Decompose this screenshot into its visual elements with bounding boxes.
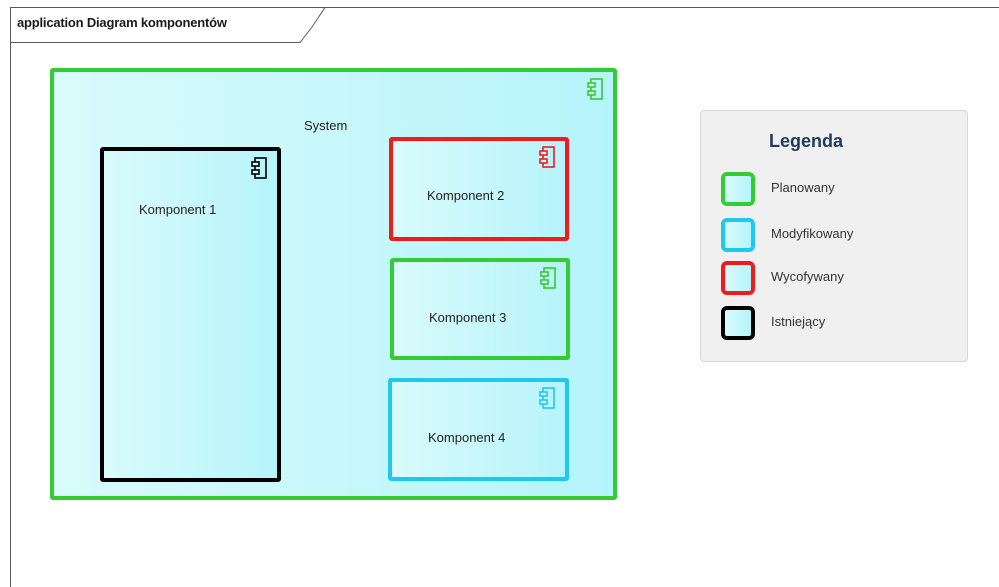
legend-label: Wycofywany — [771, 269, 844, 284]
legend-label: Modyfikowany — [771, 226, 854, 241]
component-2[interactable]: Komponent 2 — [389, 137, 569, 241]
component-icon — [251, 157, 267, 179]
legend-swatch — [721, 218, 755, 252]
legend-item-planowany: Planowany — [721, 172, 961, 206]
component-2-label: Komponent 2 — [427, 188, 505, 203]
frame-title: application Diagram komponentów — [17, 15, 227, 30]
frame-title-tab — [10, 7, 326, 43]
legend-swatch — [721, 172, 755, 206]
component-1[interactable]: Komponent 1 — [100, 147, 281, 482]
system-label: System — [304, 118, 348, 133]
legend-title: Legenda — [768, 131, 843, 151]
component-3-label: Komponent 3 — [429, 310, 507, 325]
legend-panel: Legenda Planowany Modyfikowany Wycofywan… — [700, 110, 968, 362]
diagram-frame — [10, 7, 999, 587]
component-icon — [587, 78, 603, 100]
legend-label: Istniejący — [771, 314, 826, 329]
legend-swatch — [721, 306, 755, 340]
component-4[interactable]: Komponent 4 — [388, 378, 569, 481]
legend-item-wycofywany: Wycofywany — [721, 261, 961, 295]
component-icon — [539, 146, 555, 168]
component-3[interactable]: Komponent 3 — [390, 258, 570, 360]
component-icon — [539, 387, 555, 409]
legend-swatch — [721, 261, 755, 295]
component-4-label: Komponent 4 — [428, 430, 506, 445]
legend-item-modyfikowany: Modyfikowany — [721, 218, 961, 252]
legend-label: Planowany — [771, 180, 835, 195]
component-icon — [540, 267, 556, 289]
component-1-label: Komponent 1 — [139, 202, 217, 217]
legend-item-istniejacy: Istniejący — [721, 306, 961, 340]
